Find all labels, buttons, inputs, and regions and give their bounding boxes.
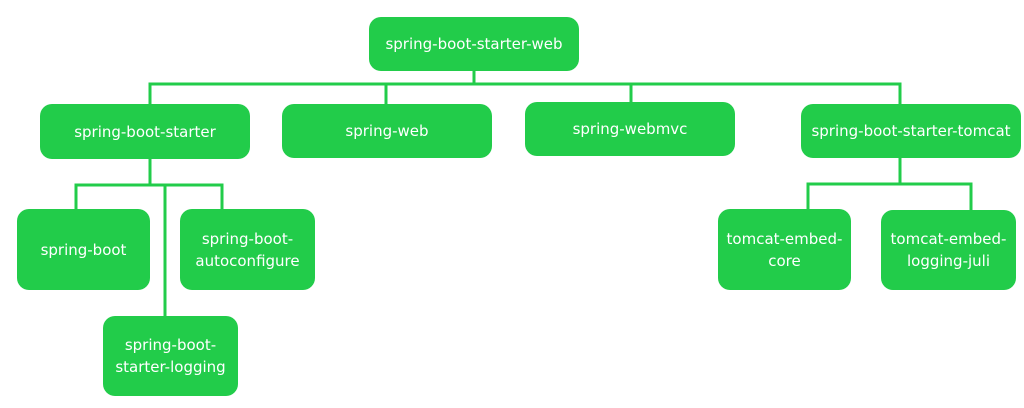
node-tomcat-embed-core: tomcat-embed- core bbox=[718, 209, 851, 290]
node-spring-boot: spring-boot bbox=[17, 209, 150, 290]
node-spring-boot-starter: spring-boot-starter bbox=[40, 104, 250, 159]
node-spring-boot-starter-web: spring-boot-starter-web bbox=[369, 17, 579, 71]
node-tomcat-embed-logging-juli: tomcat-embed- logging-juli bbox=[881, 210, 1016, 290]
node-spring-webmvc: spring-webmvc bbox=[525, 102, 735, 156]
node-spring-boot-autoconfigure: spring-boot- autoconfigure bbox=[180, 209, 315, 290]
node-spring-boot-starter-logging: spring-boot- starter-logging bbox=[103, 316, 238, 396]
node-spring-boot-starter-tomcat: spring-boot-starter-tomcat bbox=[801, 104, 1021, 158]
node-spring-web: spring-web bbox=[282, 104, 492, 158]
